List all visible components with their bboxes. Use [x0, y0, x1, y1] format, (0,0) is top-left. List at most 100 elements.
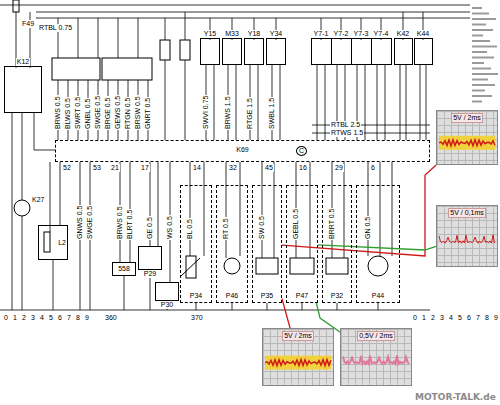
- legend-line: [472, 13, 489, 15]
- part-name: P44: [371, 292, 385, 300]
- component-box: P32: [322, 185, 352, 303]
- shape-outline: [351, 38, 372, 65]
- wire-color: BLRT 0.5: [126, 209, 134, 240]
- part-name: 558: [117, 265, 131, 273]
- wire: [226, 162, 227, 258]
- legend-line: [472, 29, 493, 31]
- pin-number: 6: [370, 164, 376, 172]
- scope-panel: 0,5V / 2ms: [340, 328, 412, 386]
- shape-outline: [155, 282, 179, 301]
- part-name: Y7-1: [313, 30, 330, 38]
- part-name: K12: [16, 58, 30, 66]
- grid-number: 2: [21, 314, 27, 322]
- legend-line: [472, 51, 487, 53]
- part-name: P47: [295, 292, 309, 300]
- scope-screen: 5V / 2ms: [262, 328, 334, 386]
- part-name: Y7-2: [333, 30, 350, 38]
- grid-number: 0: [3, 314, 9, 322]
- part-name: K69: [235, 146, 249, 154]
- part-name: P32: [330, 292, 344, 300]
- injector-box: Y7-4: [371, 30, 392, 65]
- wire: [368, 162, 369, 256]
- wire: [22, 113, 23, 200]
- sensor-symbol: [368, 256, 388, 276]
- part-name: L2: [57, 239, 67, 247]
- wire: [196, 303, 197, 310]
- connector-mark: C: [296, 146, 307, 156]
- wire: [214, 65, 215, 140]
- grid-number: 2: [430, 314, 436, 322]
- grid-number: 5: [48, 314, 54, 322]
- shape-outline: 558: [112, 262, 136, 276]
- wire-color: RTWS 1.5: [330, 129, 364, 137]
- coil-symbol: [44, 232, 50, 252]
- motor-symbol: [14, 200, 30, 216]
- wire: [138, 18, 139, 58]
- wire-group: [0, 5, 470, 310]
- wire: [310, 162, 311, 258]
- pin-number: 17: [140, 164, 150, 172]
- trace-line: [343, 355, 409, 363]
- control-unit: K69: [55, 140, 430, 162]
- pin-number: 45: [264, 164, 274, 172]
- shape-outline: K69: [55, 140, 430, 162]
- actuator-box: Y18: [244, 30, 264, 65]
- wire: [50, 162, 51, 232]
- wire-color: SWVI 0.75: [202, 95, 210, 130]
- component-box: P44: [356, 185, 400, 303]
- pin-number: 32: [228, 164, 238, 172]
- shape-outline: [200, 38, 220, 65]
- signal-probe-line: [318, 245, 436, 250]
- sensor-symbol: [290, 258, 314, 274]
- wire: [426, 65, 427, 140]
- signal-probe-line: [282, 299, 290, 328]
- wire-color: RTGN 0.5: [124, 97, 132, 130]
- wire: [400, 65, 401, 140]
- part-name: Y7-4: [373, 30, 390, 38]
- sensor-box: P29: [138, 246, 162, 278]
- wire: [53, 260, 54, 310]
- wire: [204, 162, 205, 256]
- wire: [240, 162, 241, 256]
- pin-number: 16: [298, 164, 308, 172]
- shape-outline: [331, 38, 352, 65]
- injector-box: Y7-1: [311, 30, 332, 65]
- wire: [406, 65, 407, 140]
- pin-number: 14: [192, 164, 202, 172]
- part-name: Y34: [269, 30, 283, 38]
- wire: [34, 150, 55, 151]
- wire-color: SWGE 0.5: [86, 205, 94, 240]
- legend-text-lines: [472, 8, 498, 102]
- legend-line: [472, 73, 498, 75]
- trace-line: [265, 360, 331, 366]
- wire-color: BRWS 0.5: [116, 205, 124, 240]
- part-name: K42: [396, 30, 410, 38]
- connector-block: [102, 58, 152, 80]
- wire: [236, 65, 237, 140]
- grid-number: 3: [439, 314, 445, 322]
- component-box: P46: [216, 185, 248, 303]
- wire: [280, 65, 281, 140]
- sensor-symbol: [224, 258, 240, 274]
- component-box: P34: [180, 185, 212, 303]
- wire: [185, 60, 186, 140]
- wire: [0, 5, 470, 6]
- sensor-box: P30: [155, 282, 179, 309]
- wire: [380, 162, 381, 256]
- grid-number: 9: [84, 314, 90, 322]
- wire-color: BRWS 1.5: [224, 95, 232, 130]
- relay-box: K12: [4, 58, 42, 113]
- shape-outline: [371, 38, 392, 65]
- watermark: MOTOR-TALK.de: [414, 392, 497, 402]
- wire: [60, 162, 61, 225]
- sensor-symbol: [256, 258, 278, 274]
- legend-line: [472, 24, 486, 26]
- wire: [344, 162, 345, 258]
- connector-block: [52, 58, 100, 80]
- wire: [378, 303, 379, 310]
- shape-outline: [244, 38, 264, 65]
- shape-outline: P34: [180, 185, 212, 303]
- wire-color: WS 0.5: [166, 215, 174, 240]
- grid-number: 1: [12, 314, 18, 322]
- scale-label: 5V / 0,1ms: [448, 208, 485, 218]
